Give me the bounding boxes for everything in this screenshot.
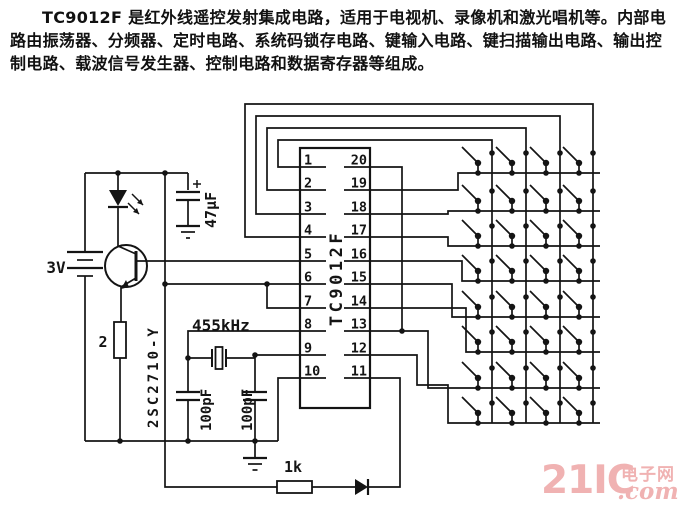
key-switch[interactable] <box>495 146 530 177</box>
pin-3: 3 <box>304 200 312 216</box>
resistor-1k-label: 1k <box>284 458 302 476</box>
description-text: TC9012F 是红外线遥控发射集成电路，适用于电视机、录像机和激光唱机等。内部… <box>10 8 666 74</box>
key-switch[interactable] <box>562 361 597 392</box>
battery-3v <box>67 172 188 441</box>
watermark: 21IC 电子网 .com <box>541 458 679 508</box>
key-switch[interactable] <box>461 361 496 392</box>
key-switch[interactable] <box>529 396 564 427</box>
key-switch[interactable] <box>461 184 496 215</box>
key-switch[interactable] <box>529 219 564 250</box>
key-switch[interactable] <box>529 361 564 392</box>
ic-label: TC9012F <box>327 230 347 326</box>
ic-pin-numbers: 1 2 3 4 5 6 7 8 9 10 20 19 18 17 16 15 1… <box>304 153 367 380</box>
key-switch[interactable] <box>529 146 564 177</box>
key-switch[interactable] <box>562 290 597 321</box>
key-switch[interactable] <box>495 396 530 427</box>
pin-16: 16 <box>351 247 367 263</box>
key-switch[interactable] <box>461 146 496 177</box>
pin-wires-left <box>165 103 594 441</box>
key-switch[interactable] <box>495 290 530 321</box>
capacitor-100pf-2 <box>243 390 267 441</box>
pin-13: 13 <box>351 317 367 333</box>
pin-19: 19 <box>351 176 367 192</box>
cap-100pf-1-label: 100pF <box>199 389 215 431</box>
battery-label: 3V <box>46 258 66 277</box>
resistor-emitter-label: 2 <box>98 333 107 351</box>
pin-9: 9 <box>304 341 312 357</box>
watermark-domain: .com <box>617 478 679 505</box>
pin-wires-right <box>370 166 600 424</box>
key-switch[interactable] <box>461 219 496 250</box>
key-switch[interactable] <box>562 254 597 285</box>
key-switch[interactable] <box>529 184 564 215</box>
transistor-label: 2SC2710-Y <box>146 325 162 428</box>
key-switch[interactable] <box>529 254 564 285</box>
pin-14: 14 <box>351 294 367 310</box>
ic-pin-ticks <box>300 166 370 379</box>
cap-100pf-2-label: 100pF <box>240 389 256 431</box>
pin-8: 8 <box>304 317 312 333</box>
key-switch[interactable] <box>461 396 496 427</box>
pin-1: 1 <box>304 153 312 169</box>
capacitor-100pf-1 <box>176 390 200 441</box>
key-switch[interactable] <box>562 325 597 356</box>
ground-symbol <box>243 441 267 471</box>
key-switch[interactable] <box>562 219 597 250</box>
key-switch[interactable] <box>562 396 597 427</box>
key-switch[interactable] <box>461 325 496 356</box>
led-emission-arrows <box>127 193 144 215</box>
diode-output <box>355 377 401 495</box>
transistor-2sc2710 <box>104 244 300 322</box>
cap-47uf-label: 47μF <box>202 192 220 228</box>
key-switch[interactable] <box>529 325 564 356</box>
key-switch[interactable] <box>562 146 597 177</box>
resistor-1k <box>276 480 355 494</box>
key-switch[interactable] <box>495 325 530 356</box>
pin-15: 15 <box>351 270 367 286</box>
key-switch[interactable] <box>495 219 530 250</box>
plus-sign <box>193 180 201 188</box>
ic-tc9012f: TC9012F 1 2 3 4 5 6 7 8 9 10 20 19 18 17… <box>298 146 372 410</box>
pin-5: 5 <box>304 247 312 263</box>
pin-11: 11 <box>351 364 367 380</box>
key-switch[interactable] <box>461 254 496 285</box>
key-switch[interactable] <box>529 290 564 321</box>
watermark-site-name: 电子网 <box>621 465 675 485</box>
crystal-455khz <box>187 330 300 392</box>
key-switch[interactable] <box>495 254 530 285</box>
key-switch[interactable] <box>495 361 530 392</box>
pin-6: 6 <box>304 270 312 286</box>
pin-18: 18 <box>351 200 367 216</box>
vdd-line <box>164 173 277 488</box>
resistor-emitter <box>113 321 127 441</box>
key-switch[interactable] <box>461 290 496 321</box>
key-switch[interactable] <box>495 184 530 215</box>
junction-dots <box>115 170 405 444</box>
crystal-label: 455kHz <box>192 316 250 335</box>
pin-7: 7 <box>304 294 312 310</box>
key-matrix <box>461 146 597 427</box>
key-switch[interactable] <box>562 184 597 215</box>
pin-4: 4 <box>304 223 312 239</box>
capacitor-47uf <box>176 173 201 239</box>
pin-12: 12 <box>351 341 367 357</box>
pin-10: 10 <box>304 364 320 380</box>
pin-20: 20 <box>351 153 367 169</box>
pin-17: 17 <box>351 223 367 239</box>
watermark-brand: 21IC <box>541 458 635 503</box>
pin-2: 2 <box>304 176 312 192</box>
infrared-led <box>108 173 144 255</box>
